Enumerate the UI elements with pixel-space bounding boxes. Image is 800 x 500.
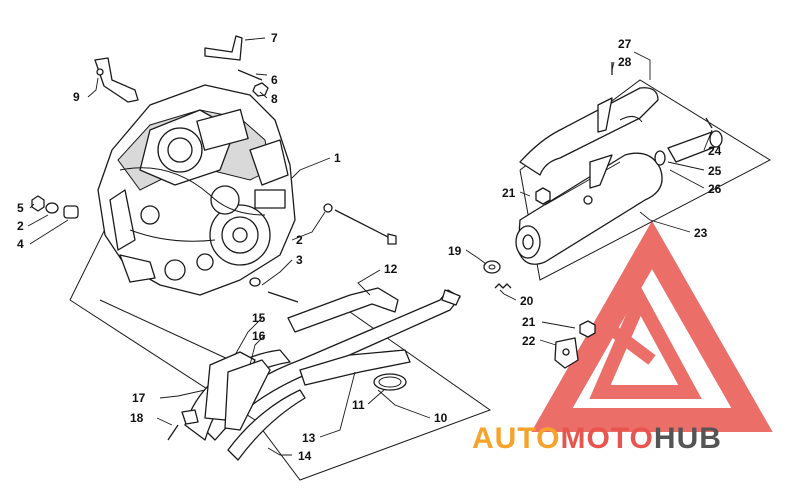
bolt-18 (167, 424, 179, 441)
callout-21: 21 (502, 186, 516, 200)
callout-3: 3 (296, 253, 303, 267)
callout-5: 5 (17, 201, 24, 215)
bolt-6 (237, 69, 263, 81)
callout-22: 22 (522, 334, 536, 348)
callout-1: 1 (334, 151, 341, 165)
callout-24: 24 (708, 144, 722, 158)
heat-shield-27 (519, 87, 659, 176)
callout-20: 20 (520, 294, 534, 308)
leader-lines (27, 37, 713, 456)
nut-5 (31, 195, 45, 212)
callout-12: 12 (384, 262, 398, 276)
watermark-logo (531, 220, 773, 432)
long-bolt (334, 209, 391, 239)
callout-19: 19 (448, 244, 462, 258)
callout-21: 21 (522, 315, 536, 329)
svg-text:AUTOMOTOHUB: AUTOMOTOHUB (472, 422, 722, 455)
washer-3 (249, 277, 261, 287)
muffler-23 (515, 152, 663, 265)
washer-2b (323, 203, 333, 213)
callout-27: 27 (618, 37, 632, 51)
nut-8 (252, 82, 269, 97)
callout-17: 17 (132, 391, 146, 405)
callout-23: 23 (694, 226, 708, 240)
callout-8: 8 (271, 92, 278, 106)
gasket-25 (654, 150, 666, 166)
watermark-auto: AUTO (472, 422, 560, 455)
callout-25: 25 (708, 164, 722, 178)
callout-18: 18 (130, 411, 144, 425)
watermark-moto: MOTO (560, 422, 653, 455)
callout-14: 14 (298, 449, 312, 463)
pipe-13 (299, 349, 411, 386)
callout-28: 28 (618, 55, 632, 69)
callout-16: 16 (252, 329, 266, 343)
clamp-11 (373, 373, 407, 391)
pipe-14 (227, 389, 306, 461)
watermark-hub: HUB (654, 422, 722, 455)
engine-group-outline (69, 299, 492, 481)
washer-2a (45, 202, 59, 214)
bolt-3 (267, 291, 299, 303)
spacer-4 (63, 205, 79, 219)
callout-6: 6 (271, 73, 278, 87)
screw-24 (705, 117, 713, 129)
gasket-19 (483, 260, 501, 274)
nut-21b (579, 320, 596, 338)
callout-7: 7 (271, 31, 278, 45)
callout-26: 26 (708, 182, 722, 196)
callout-13: 13 (302, 431, 316, 445)
engine-bracket (94, 57, 139, 103)
nut-21a (535, 187, 551, 205)
spring-20 (494, 283, 512, 289)
callout-2: 2 (17, 219, 24, 233)
mount-bracket (204, 35, 243, 61)
callout-4: 4 (17, 237, 24, 251)
callout-10: 10 (434, 411, 448, 425)
callout-15: 15 (252, 311, 266, 325)
callout-11: 11 (352, 398, 365, 412)
callout-2: 2 (296, 233, 303, 247)
watermark-text: AUTOMOTOHUB (472, 422, 722, 455)
callout-labels: 1 2 2 3 4 5 6 7 8 9 10 11 12 13 14 15 16… (17, 31, 722, 463)
pipe-group-line (99, 299, 231, 361)
heat-shield-12 (287, 287, 399, 333)
engine-assembly (97, 84, 296, 296)
clip-18 (181, 409, 199, 425)
callout-9: 9 (73, 90, 80, 104)
heat-shield-16 (224, 359, 271, 431)
